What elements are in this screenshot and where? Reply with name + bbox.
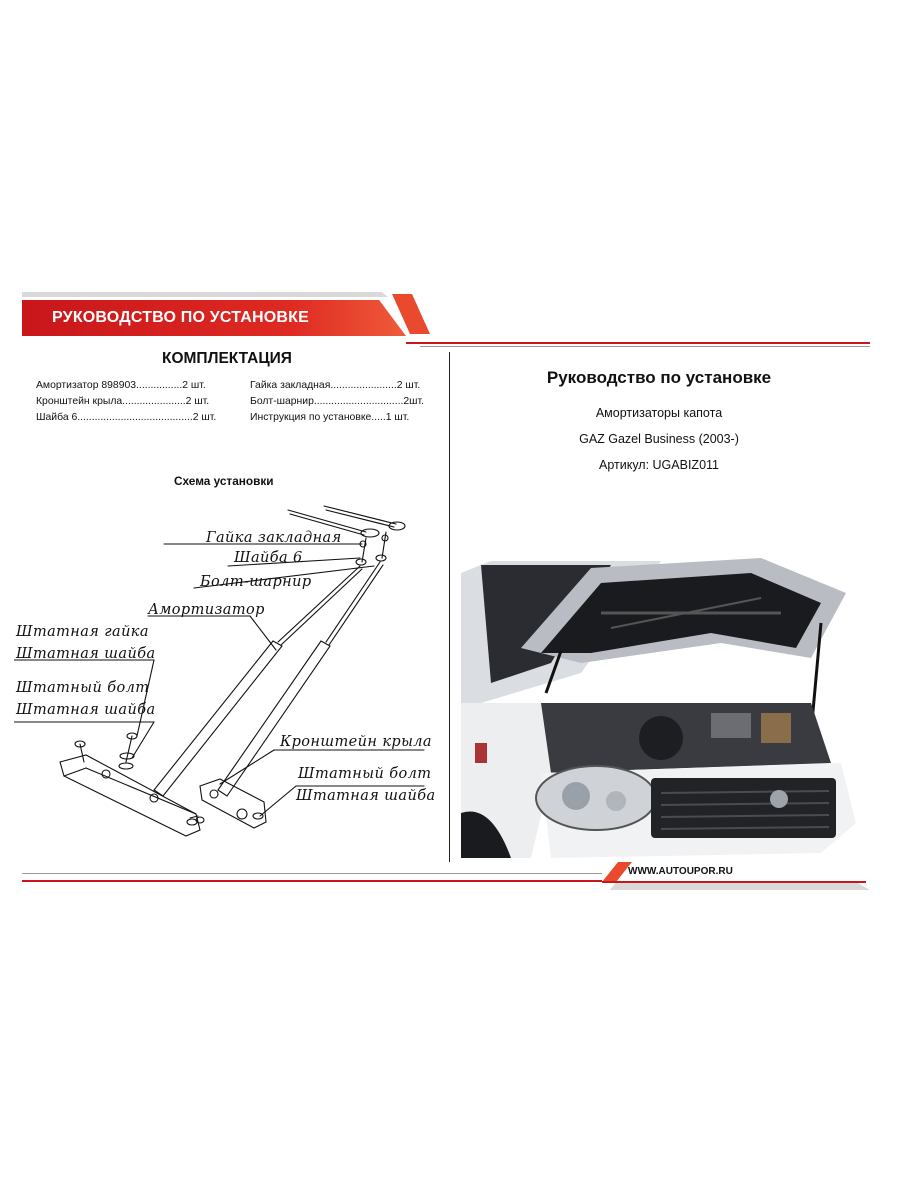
callout-std-washer: Штатная шайба bbox=[16, 702, 156, 718]
product-title: Руководство по установке bbox=[546, 368, 772, 387]
kit-item: Гайка закладная.......................2 … bbox=[250, 380, 421, 391]
kit-item: Шайба 6.................................… bbox=[36, 412, 217, 423]
website-link[interactable]: WWW.AUTOUPOR.RU bbox=[628, 866, 733, 877]
footer-red-rule bbox=[22, 880, 602, 882]
scheme-title: Схема установки bbox=[174, 474, 274, 488]
footer-grey-rule bbox=[22, 873, 602, 874]
callout-std-washer: Штатная шайба bbox=[296, 788, 436, 804]
footer-decor-stripes bbox=[602, 862, 870, 890]
callout-shock-absorber: Амортизатор bbox=[148, 602, 265, 618]
callout-wing-bracket: Кронштейн крыла bbox=[280, 734, 432, 750]
header-grey-rule bbox=[420, 346, 870, 347]
header-banner bbox=[22, 300, 406, 336]
product-subtitle: Амортизаторы капота bbox=[595, 406, 723, 420]
callout-std-bolt: Штатный болт bbox=[298, 766, 432, 782]
callout-std-nut: Штатная гайка bbox=[16, 624, 149, 640]
vehicle-photo bbox=[461, 553, 870, 858]
kit-title: КОМПЛЕКТАЦИЯ bbox=[162, 350, 292, 367]
installation-diagram bbox=[14, 505, 425, 837]
kit-item: Болт-шарнир.............................… bbox=[250, 396, 424, 407]
kit-item: Кронштейн крыла......................2 ш… bbox=[36, 396, 210, 407]
kit-item: Инструкция по установке.....1 шт. bbox=[250, 412, 410, 423]
callout-hinge-bolt: Болт-шарнир bbox=[200, 574, 312, 590]
callout-nut-embedded: Гайка закладная bbox=[206, 530, 342, 546]
banner-title: РУКОВОДСТВО ПО УСТАНОВКЕ bbox=[52, 309, 310, 326]
product-article: Артикул: UGABIZ011 bbox=[598, 458, 719, 472]
callout-std-bolt: Штатный болт bbox=[16, 680, 150, 696]
banner-decor-stripes bbox=[22, 292, 430, 334]
header-red-rule bbox=[406, 342, 870, 344]
callout-washer-6: Шайба 6 bbox=[234, 550, 303, 566]
product-model: GAZ Gazel Business (2003-) bbox=[579, 432, 739, 446]
kit-list-right: Гайка закладная.......................2 … bbox=[250, 378, 424, 426]
callout-std-washer: Штатная шайба bbox=[16, 646, 156, 662]
kit-item: Амортизатор 898903................2 шт. bbox=[36, 380, 206, 391]
kit-list-left: Амортизатор 898903................2 шт. … bbox=[36, 378, 216, 426]
column-divider bbox=[449, 352, 450, 862]
